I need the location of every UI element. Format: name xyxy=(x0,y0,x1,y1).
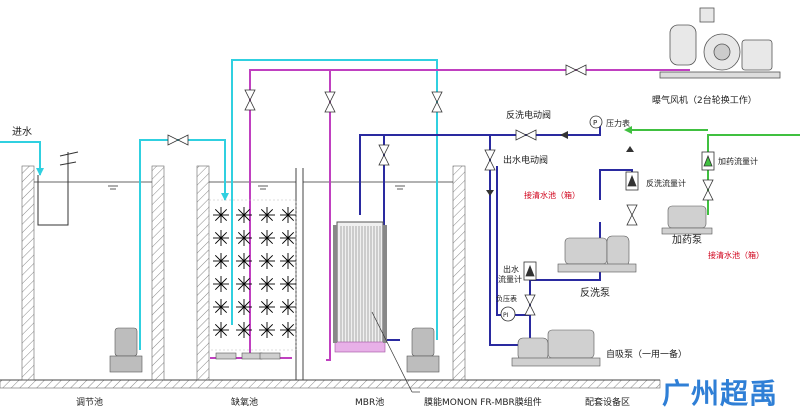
label-backwash-pump: 反洗泵 xyxy=(580,287,610,299)
label-inlet: 进水 xyxy=(12,126,32,138)
label-anoxic-tank: 缺氧池 xyxy=(231,396,258,408)
valves xyxy=(167,64,714,316)
inlet-arrow xyxy=(36,168,44,176)
aerator-stars xyxy=(213,207,296,338)
label-pressure-gauge: 压力表 xyxy=(606,118,630,128)
blower-icon xyxy=(659,7,781,79)
pressure-gauge-icon xyxy=(589,115,603,129)
label-clear-tank-1: 接清水池（箱） xyxy=(524,190,580,200)
level-marks xyxy=(108,185,405,190)
anoxic-diffuser-zone xyxy=(208,199,297,351)
vacuum-gauge-symbol: PI xyxy=(503,312,509,319)
pressure-gauge-symbol: P xyxy=(593,119,597,127)
cyan-return-pipe xyxy=(231,59,438,340)
tank-walls xyxy=(21,165,466,381)
label-backwash-valve: 反洗电动阀 xyxy=(506,109,551,121)
mbr-membrane-module xyxy=(333,221,387,353)
flow-arrows xyxy=(486,131,634,196)
dosing-arrow xyxy=(624,126,632,134)
label-membrane-module: 膜能MONON FR-MBR膜组件 xyxy=(424,396,542,408)
label-outlet-valve: 出水电动阀 xyxy=(503,154,548,166)
cyan-inlet-pipe xyxy=(0,141,41,175)
leader-lines xyxy=(371,311,420,393)
label-self-priming-pump: 自吸泵（一用一备） xyxy=(606,348,687,360)
label-clear-tank-2: 接清水池（箱） xyxy=(708,250,764,260)
transfer-arrow xyxy=(221,193,229,201)
label-outlet-flowmeter-1: 出水 xyxy=(503,264,519,274)
inner-partitions xyxy=(295,168,304,380)
vacuum-gauge-icon xyxy=(500,306,516,322)
mixer-pads xyxy=(215,352,281,360)
label-dosing-pump: 加药泵 xyxy=(672,234,702,246)
label-vacuum-gauge: 负压表 xyxy=(496,294,517,303)
ground-slab xyxy=(0,379,661,389)
label-mbr-tank: MBR池 xyxy=(355,396,384,408)
label-backwash-flowmeter: 反洗流量计 xyxy=(646,178,686,188)
inlet-screen xyxy=(37,151,79,226)
label-regulating-tank: 调节池 xyxy=(76,396,103,408)
brand-watermark: 广州超禹 xyxy=(662,377,779,410)
pumps xyxy=(511,205,713,367)
label-blower: 曝气风机（2台轮换工作） xyxy=(652,94,757,106)
label-outlet-flowmeter-2: 流量计 xyxy=(498,274,522,284)
submersible-pumps xyxy=(109,327,440,373)
label-equipment-area: 配套设备区 xyxy=(585,396,630,408)
flowmeters xyxy=(523,151,715,281)
label-dosing-flowmeter: 加药流量计 xyxy=(718,156,758,166)
dosing-pipe xyxy=(628,129,800,215)
